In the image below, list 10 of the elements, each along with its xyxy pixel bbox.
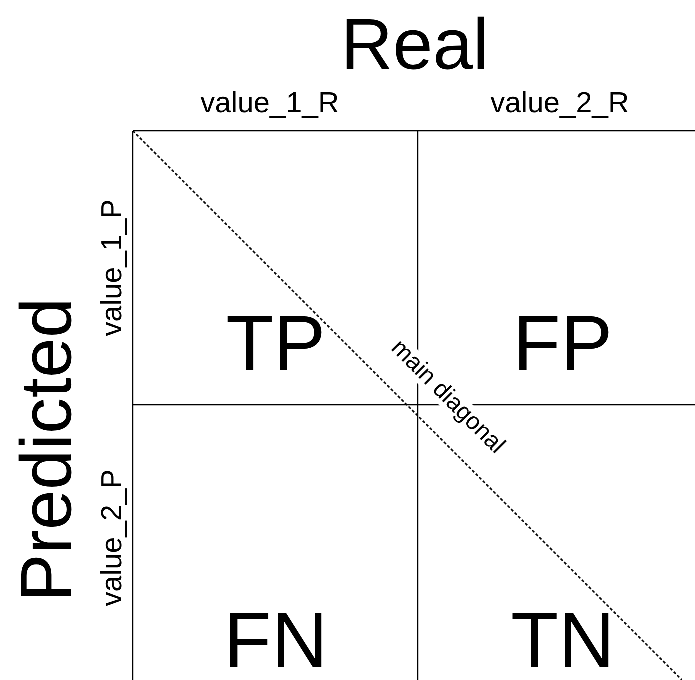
cell-value: FN (224, 601, 328, 679)
cell-value: FP (513, 304, 613, 382)
cell-value: TN (511, 601, 615, 679)
row-header: value_1_P (98, 199, 128, 337)
column-header: value_2_R (490, 90, 630, 118)
cell-value: TP (226, 304, 326, 382)
axis-title: Real (340, 9, 490, 81)
column-header: value_1_R (200, 90, 340, 118)
axis-title: Predicted (11, 298, 83, 602)
row-header: value_2_P (98, 469, 128, 607)
